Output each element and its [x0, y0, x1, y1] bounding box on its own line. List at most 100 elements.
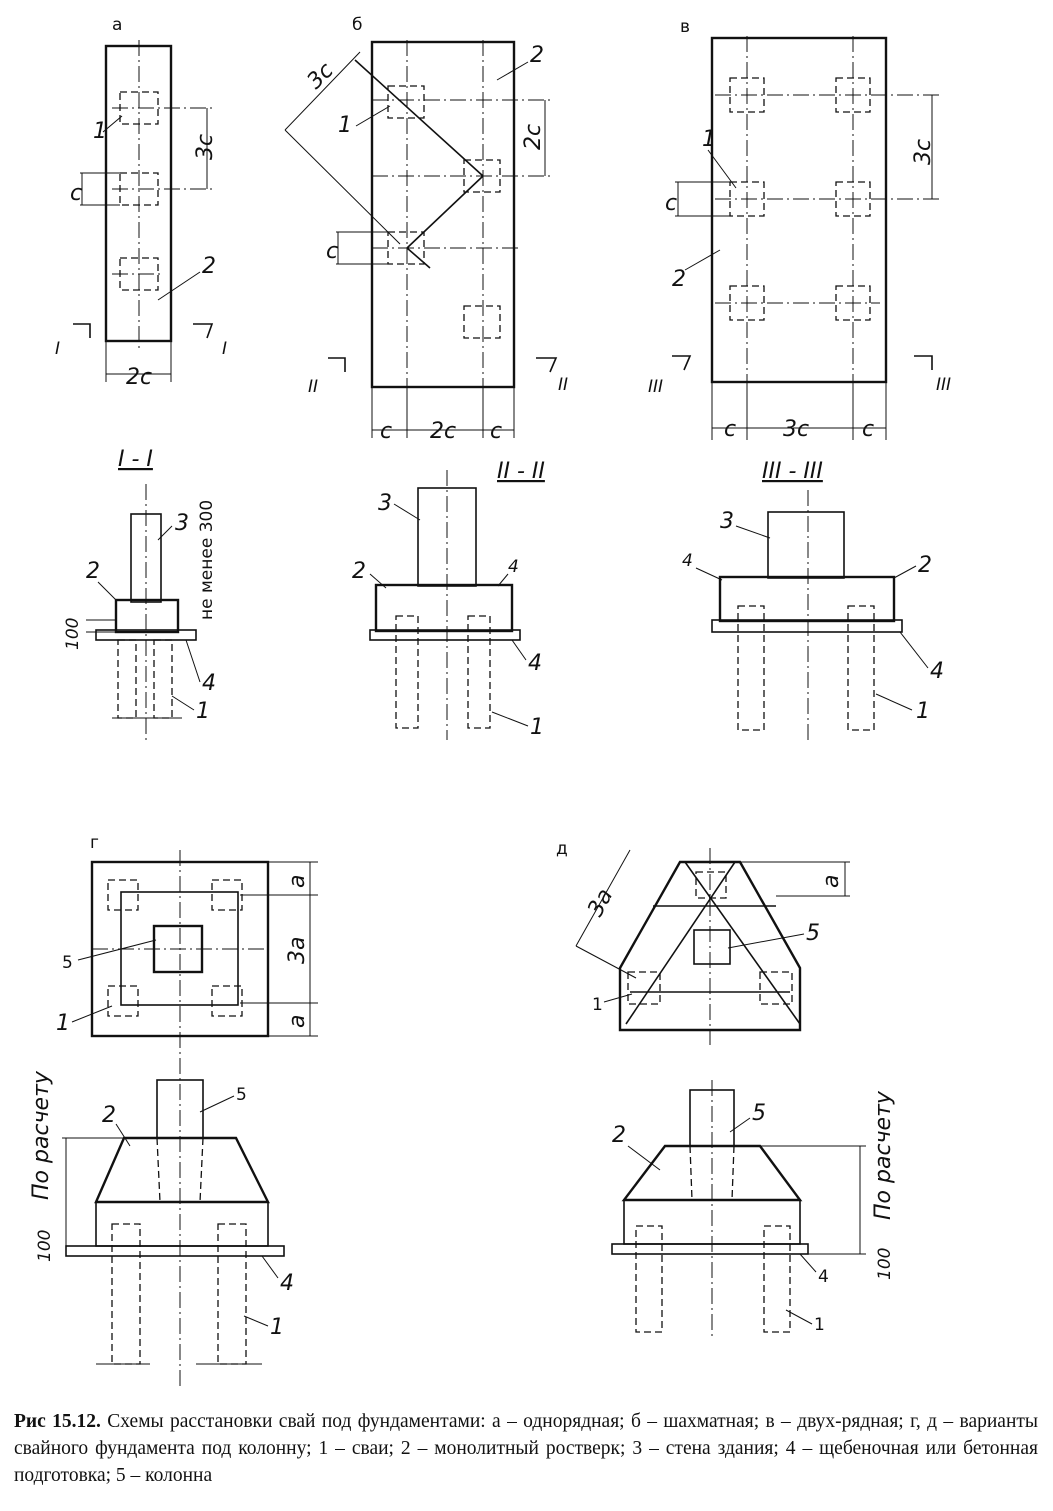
section-1-pile-right	[153, 639, 173, 719]
panel-a-section-right: I	[222, 339, 227, 359]
panel-g-pile-1	[107, 879, 139, 911]
panel-g-column-elevation: 2 5 По расчету 100 4 1	[29, 1070, 294, 1365]
panel-v-grillage	[710, 36, 888, 384]
panel-g-column	[152, 924, 204, 974]
panel-a-single-row: а 3c c 1 2 2c I I	[55, 15, 227, 390]
panel-b-pile-1	[387, 85, 425, 119]
section-1-100-label: 100	[63, 618, 83, 650]
panel-v-section-right: III	[936, 375, 951, 395]
panel-b-3c-label: 3c	[303, 58, 339, 94]
panel-b-staggered: б 3c 2c c 1 2 c 2c c II	[284, 15, 568, 444]
section-2-grillage-label: 2	[352, 559, 366, 584]
panel-b-grillage-label: 2	[530, 43, 544, 68]
panel-g-pile-right-elev	[217, 1223, 247, 1365]
panel-g-column-elev-label: 5	[236, 1085, 247, 1105]
panel-d-letter: д	[556, 839, 568, 859]
section-3-preparation	[711, 619, 903, 633]
panel-g-column-plan: г a 3a a 5 1	[56, 833, 318, 1390]
panel-v-grillage-label: 2	[672, 267, 686, 292]
panel-a-width-label: 2c	[126, 365, 152, 390]
section-1-prep-label: 4	[202, 671, 216, 696]
panel-b-bottom-2c: 2c	[430, 419, 456, 444]
panel-d-100-label: 100	[875, 1248, 895, 1280]
panel-a-c-label: c	[70, 181, 82, 206]
panel-g-grillage-label: 2	[102, 1103, 116, 1128]
panel-a-grillage-strip	[104, 44, 173, 343]
panel-d-pile-right	[759, 971, 793, 1005]
panel-a-pile-label: 1	[93, 119, 107, 144]
section-2-wall-label: 3	[378, 491, 392, 516]
panel-b-pile-label: 1	[338, 113, 352, 138]
panel-d-column-label: 5	[806, 921, 820, 946]
panel-b-pile-3	[387, 231, 425, 265]
panel-g-column-label: 5	[62, 953, 73, 973]
panel-a-section-left: I	[55, 339, 60, 359]
panel-v-pile-6	[835, 285, 871, 321]
section-1-grillage-label: 2	[86, 559, 100, 584]
panel-b-c-label: c	[326, 239, 338, 264]
panel-a-3c-label: 3c	[193, 134, 218, 160]
section-2-grillage	[374, 583, 514, 633]
panel-d-grillage-label: 2	[612, 1123, 626, 1148]
section-1-title: I - I	[118, 447, 153, 472]
panel-v-c-label: c	[665, 191, 677, 216]
section-3-prep-top-label: 4	[682, 551, 693, 571]
panel-g-a-bottom: a	[285, 1015, 310, 1028]
panel-v-section-left: III	[648, 377, 663, 397]
panel-d-pile-left-elev	[635, 1225, 663, 1333]
section-3-prep-label: 4	[930, 659, 944, 684]
panel-v-pile-1	[729, 77, 765, 113]
figure-caption-text: Схемы расстановки свай под фундаментами:…	[14, 1411, 1038, 1486]
panel-g-pile-label: 1	[56, 1011, 70, 1036]
panel-g-pile-left-elev	[111, 1223, 141, 1365]
section-2-prep-top-label: 4	[508, 557, 519, 577]
section-1-wall-label: 3	[175, 511, 189, 536]
panel-b-bottom-c-left: c	[380, 419, 392, 444]
section-3-pile-right	[847, 605, 875, 731]
panel-g-prep-label: 4	[280, 1271, 294, 1296]
panel-v-bottom-c-right: c	[862, 417, 874, 442]
panel-g-letter: г	[90, 833, 99, 853]
section-1-1: I - I 3 2 100 не менее 300 4 1	[63, 447, 217, 740]
panel-b-section-left: II	[308, 377, 318, 397]
section-1-pile-label: 1	[196, 699, 210, 724]
panel-d-pile-top	[695, 871, 727, 899]
panel-d-column-elev-label: 5	[752, 1101, 766, 1126]
panel-d-calc-label: По расчету	[871, 1090, 896, 1220]
panel-d-pile-right-elev	[763, 1225, 791, 1333]
panel-d-3a-label: 3a	[583, 885, 618, 921]
panel-d-pile-elev-label: 1	[814, 1315, 825, 1335]
section-2-title: II - II	[497, 459, 545, 484]
section-2-pile-left	[395, 615, 419, 729]
panel-d-column-elevation: 2 5 По расчету 100 4 1	[611, 1080, 896, 1340]
section-3-3: III - III 3 4 2 4 1	[682, 459, 944, 740]
panel-d-pile-left	[627, 971, 661, 1005]
section-3-wall-label: 3	[720, 509, 734, 534]
panel-g-100-label: 100	[35, 1230, 55, 1262]
panel-d-column	[693, 929, 731, 965]
panel-v-pile-3	[729, 181, 765, 217]
section-1-note: не менее 300	[197, 500, 217, 620]
section-2-pile-right	[467, 615, 491, 729]
panel-b-pile-4	[463, 305, 501, 339]
panel-g-grillage-elev	[94, 1136, 270, 1204]
panel-b-bottom-c-right: c	[490, 419, 502, 444]
panel-g-pile-3	[107, 985, 139, 1017]
panel-g-3a: 3a	[285, 937, 310, 964]
section-1-pile-left	[117, 639, 137, 719]
panel-g-a-top: a	[285, 875, 310, 888]
panel-v-pile-2	[835, 77, 871, 113]
panel-v-3c-label: 3c	[911, 139, 936, 165]
panel-v-pile-5	[729, 285, 765, 321]
panel-v-bottom-3c: 3c	[783, 417, 809, 442]
panel-b-section-right: II	[558, 375, 568, 395]
section-3-pile-left	[737, 605, 765, 731]
section-2-preparation	[369, 629, 521, 641]
section-2-pile-label: 1	[530, 715, 544, 740]
section-2-2: II - II 3 2 4 4 1	[352, 459, 545, 740]
panel-g-pile-elev-label: 1	[270, 1315, 284, 1340]
panel-v-bottom-c-left: c	[724, 417, 736, 442]
panel-v-pile-label: 1	[702, 127, 716, 152]
panel-v-pile-4	[835, 181, 871, 217]
section-3-grillage-label: 2	[918, 553, 932, 578]
